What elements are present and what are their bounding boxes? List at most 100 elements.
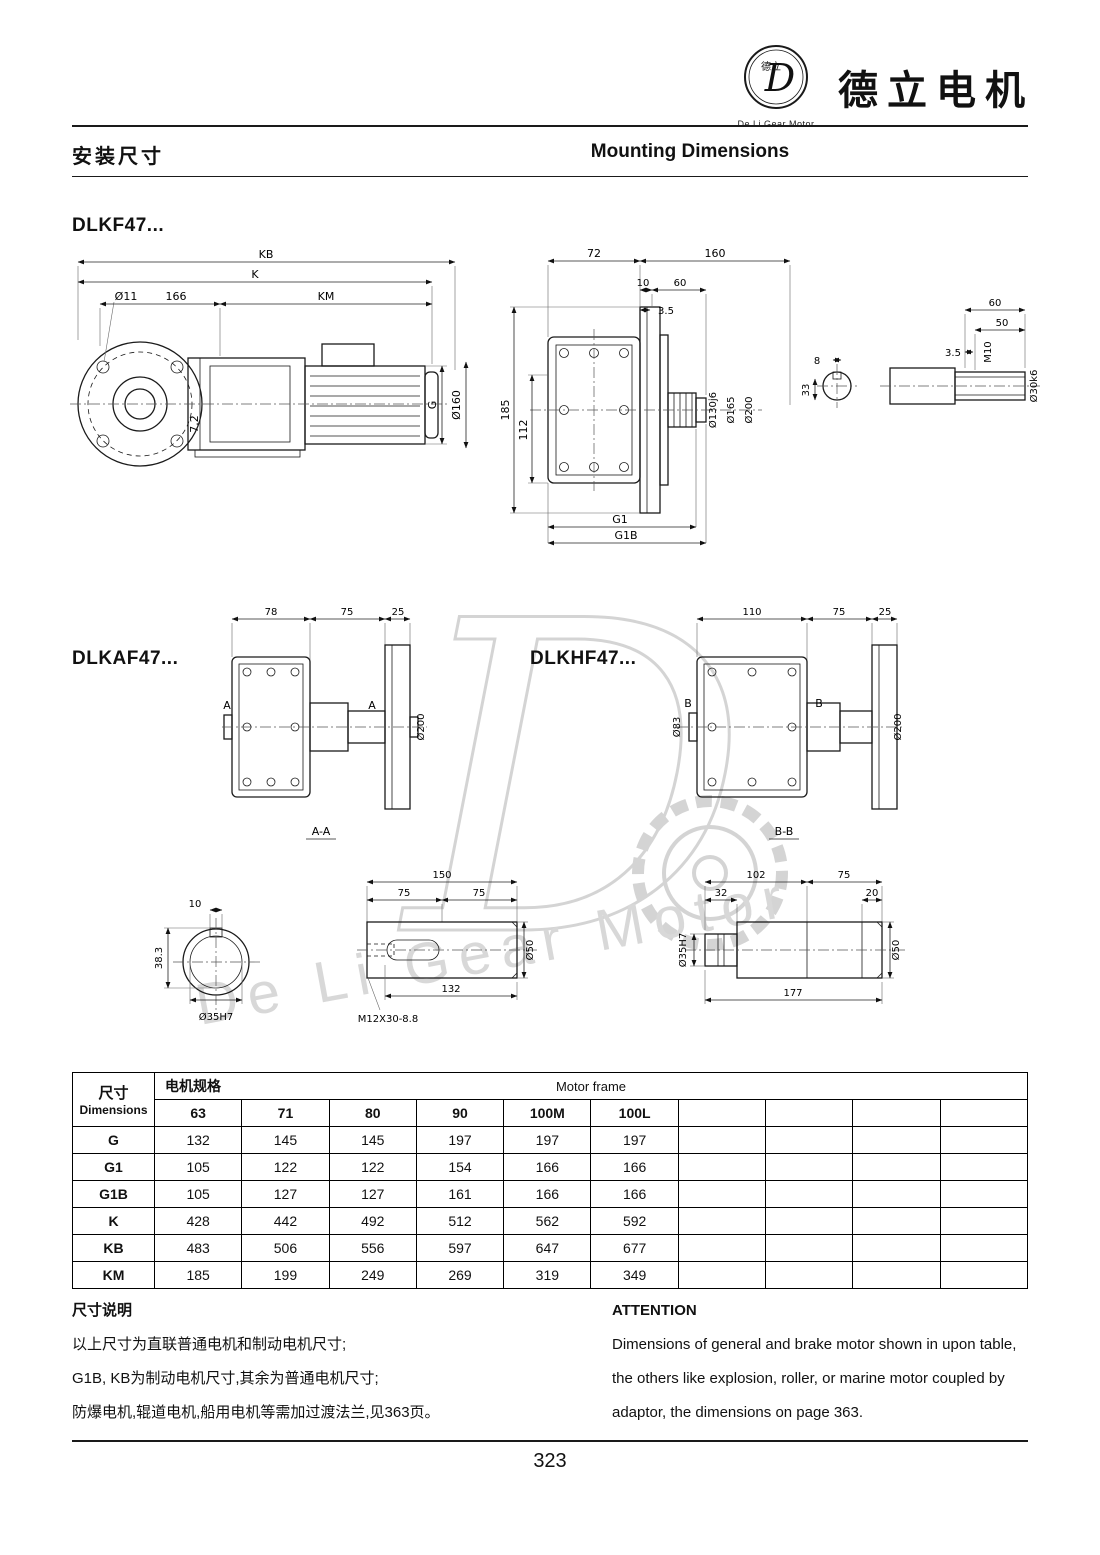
dim-label: 3.5	[658, 306, 674, 317]
cell-empty	[677, 1126, 767, 1154]
hollow-shaft-detail-drawing: 150 75 75 132 Ø50 M12X30-8.8	[357, 870, 537, 1025]
dimensions-header-en: Dimensions	[79, 1103, 148, 1117]
note-line: G1B, KB为制动电机尺寸,其余为普通电机尺寸;	[72, 1370, 379, 1387]
cell: 506	[241, 1234, 330, 1262]
dim-label: 102	[746, 870, 765, 881]
cell: 127	[241, 1180, 330, 1208]
cell-empty	[939, 1126, 1029, 1154]
column-header: 100M	[503, 1099, 592, 1127]
watermark-gear-icon	[632, 795, 788, 951]
cell-empty	[765, 1126, 854, 1154]
cell: 166	[503, 1180, 592, 1208]
logo-icon: D 德立	[744, 45, 808, 109]
dim-label: G1B	[614, 529, 637, 542]
table-row: G1 105 122 122 154 166 166	[72, 1153, 1029, 1181]
cell-empty	[852, 1234, 941, 1262]
cell: 269	[415, 1261, 505, 1289]
cell: 105	[153, 1153, 243, 1181]
cell: 127	[328, 1180, 417, 1208]
cell: 492	[328, 1207, 417, 1235]
dim-label: 75	[341, 607, 354, 618]
dim-label: Ø35H7	[199, 1011, 233, 1023]
dim-label: 185	[499, 400, 512, 421]
cell: 161	[415, 1180, 505, 1208]
dim-label: Ø200	[415, 714, 427, 741]
dim-label: KM	[318, 290, 335, 303]
table-row: G1B 105 127 127 161 166 166	[72, 1180, 1029, 1208]
cell: 132	[153, 1126, 243, 1154]
page-number: 323	[533, 1450, 567, 1472]
cell-empty	[852, 1180, 941, 1208]
column-header: 90	[415, 1099, 505, 1127]
cell: 319	[503, 1261, 592, 1289]
cell: 145	[328, 1126, 417, 1154]
cell: 556	[328, 1234, 417, 1262]
column-header-empty	[677, 1099, 767, 1127]
dim-label: G1	[612, 513, 628, 526]
cell-empty	[765, 1234, 854, 1262]
dim-label: 7.2	[188, 415, 201, 433]
table-header-row: 尺寸 Dimensions 电机规格 Motor frame	[72, 1072, 1028, 1127]
dim-label: 60	[989, 298, 1002, 309]
dim-label: 50	[996, 318, 1009, 329]
dim-label: Ø200	[743, 397, 755, 424]
dim-label: 3.5	[945, 348, 961, 359]
cell-empty	[677, 1153, 767, 1181]
section-mark-b: B	[684, 697, 692, 710]
table-row: G 132 145 145 197 197 197	[72, 1126, 1029, 1154]
cell-empty	[765, 1153, 854, 1181]
section-mark-a: A	[223, 699, 231, 712]
cell: 199	[241, 1261, 330, 1289]
section-label-bb: B-B	[775, 825, 794, 838]
section-bb-shaft-detail-drawing: 102 75 32 20 Ø35H7 Ø50 177	[677, 870, 905, 1004]
section-aa-detail-drawing: 10 38.3 Ø35H7	[154, 899, 260, 1023]
dim-label: M12X30-8.8	[358, 1014, 418, 1025]
brand-title: 德立电机	[838, 69, 1034, 113]
cell-empty	[677, 1180, 767, 1208]
dim-label: Ø83	[671, 717, 683, 738]
notes-cn: 尺寸说明 以上尺寸为直联普通电机和制动电机尺寸; G1B, KB为制动电机尺寸,…	[72, 1294, 440, 1430]
cell: 166	[590, 1180, 679, 1208]
output-shaft-detail-drawing: 8 33 60 50 3.5 M10 Ø30k6	[801, 298, 1040, 408]
row-label: K	[72, 1207, 155, 1235]
dim-label: 33	[801, 384, 812, 397]
column-header: 71	[241, 1099, 330, 1127]
column-header-empty	[852, 1099, 941, 1127]
cell-empty	[765, 1180, 854, 1208]
row-label: G	[72, 1126, 155, 1154]
cell: 597	[415, 1234, 505, 1262]
dim-label: 25	[392, 607, 405, 618]
section-mark-b: B	[815, 697, 823, 710]
table-column-row: 63 71 80 90 100M 100L	[73, 1099, 1029, 1127]
dim-label: 75	[398, 888, 411, 899]
dim-label: KB	[259, 248, 274, 261]
cell-empty	[939, 1207, 1029, 1235]
notes-en-title: ATTENTION	[612, 1302, 697, 1319]
dlkhf47-drawing: 110 75 25 Ø83 B B Ø200 B-B	[671, 607, 904, 840]
dim-label: 78	[265, 607, 278, 618]
section-mark-a: A	[368, 699, 376, 712]
dim-label: Ø50	[524, 940, 536, 961]
rule-title	[72, 176, 1028, 177]
notes-en: ATTENTION Dimensions of general and brak…	[612, 1294, 1016, 1430]
dimensions-header-cn: 尺寸	[98, 1085, 129, 1102]
cell-empty	[852, 1126, 941, 1154]
dim-label: 132	[441, 984, 460, 995]
dim-label: 75	[833, 607, 846, 618]
cell-empty	[939, 1261, 1029, 1289]
dim-label: 32	[715, 888, 728, 899]
column-header: 63	[153, 1099, 243, 1127]
cell: 512	[415, 1207, 505, 1235]
logo-cn-chars: 德立	[761, 60, 781, 73]
cell: 249	[328, 1261, 417, 1289]
note-line: adaptor, the dimensions on page 363.	[612, 1404, 864, 1421]
cell: 122	[241, 1153, 330, 1181]
cell: 349	[590, 1261, 679, 1289]
logo-letter: D	[764, 56, 795, 100]
cell-empty	[765, 1207, 854, 1235]
cell: 197	[415, 1126, 505, 1154]
column-header-empty	[765, 1099, 854, 1127]
dim-label: Ø30k6	[1028, 370, 1040, 403]
dim-label: G	[426, 401, 439, 410]
